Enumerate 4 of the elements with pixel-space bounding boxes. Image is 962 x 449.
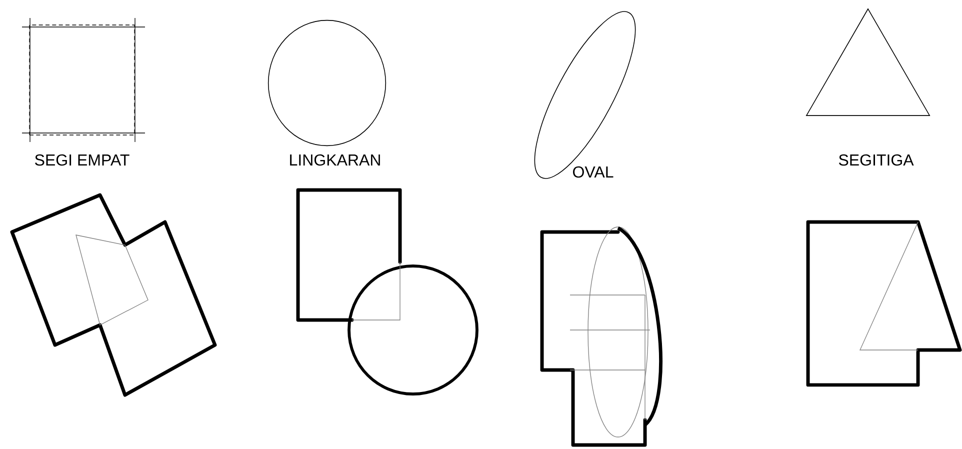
shape-label: OVAL xyxy=(573,166,614,178)
shape-label: SEGI EMPAT xyxy=(35,154,130,166)
shape-label: LINGKARAN xyxy=(290,154,380,166)
shape-label: SEGITIGA xyxy=(838,154,914,166)
